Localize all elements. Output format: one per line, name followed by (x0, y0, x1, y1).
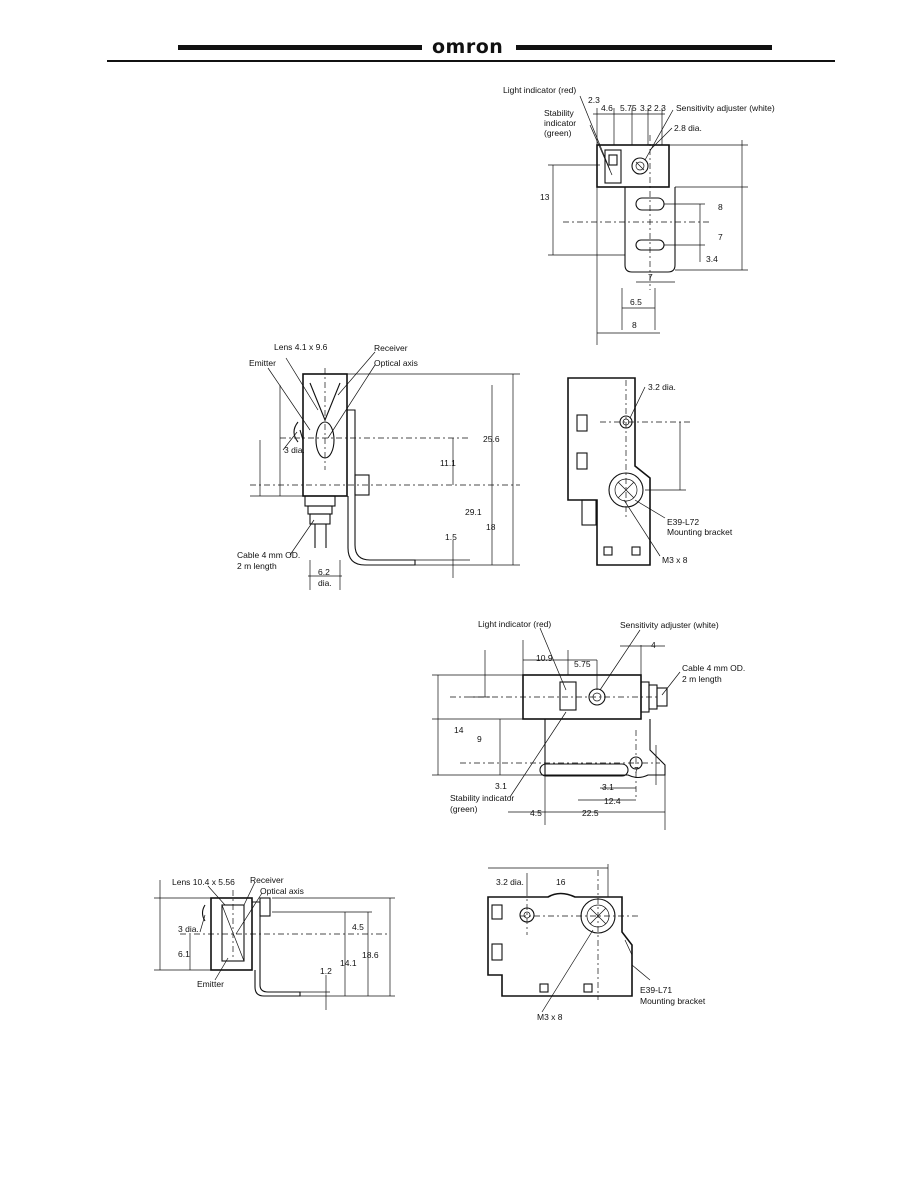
label-hole: 3.2 dia. (496, 877, 524, 887)
dim: 6.5 (630, 297, 642, 307)
label-receiver: Receiver (374, 343, 408, 353)
dim: 14.1 (340, 958, 357, 968)
bracket-screw (354, 474, 370, 496)
label-bracket: E39-L72 (667, 517, 699, 527)
indicator-window (559, 681, 577, 711)
dim: 22.5 (582, 808, 599, 818)
label-hole: 2.8 dia. (674, 123, 702, 133)
dim: 5.75 (574, 659, 591, 669)
dim: 16 (556, 877, 566, 887)
dim: 7 (648, 272, 653, 282)
label-bracket: E39-L71 (640, 985, 672, 995)
l-bracket (347, 409, 416, 566)
label-light-indicator: Light indicator (red) (478, 619, 551, 629)
dim: 25.6 (483, 434, 500, 444)
label-cable: Cable 4 mm OD. (237, 550, 300, 560)
sensor-body (487, 892, 633, 997)
label-lens: Lens 10.4 x 5.56 (172, 877, 235, 887)
label-screw: M3 x 8 (662, 555, 688, 565)
dim: 6.1 (178, 949, 190, 959)
dim: 2.3 (654, 103, 666, 113)
label-emitter: Emitter (197, 979, 224, 989)
label-hole: 3 dia. (178, 924, 199, 934)
label-stability: Stability indicator (450, 793, 514, 803)
dim: 3.1 (495, 781, 507, 791)
dim: 1.2 (320, 966, 332, 976)
dim: 9 (477, 734, 482, 744)
page-header: omron (0, 0, 918, 70)
figure-front-view-l71: 3.2 dia. 16 E39-L71 Mounting bracket M3 … (487, 864, 706, 1022)
label-light-indicator: Light indicator (red) (503, 85, 576, 95)
cable-gland (304, 495, 336, 507)
header-bar-left (178, 45, 422, 50)
label-sensitivity-adjuster: Sensitivity adjuster (white) (620, 620, 719, 630)
label-lens: Lens 4.1 x 9.6 (274, 342, 328, 352)
sensitivity-adjuster (631, 157, 649, 175)
svg-text:Mounting bracket: Mounting bracket (667, 527, 733, 537)
label-stability: Stability (544, 108, 575, 118)
dim: 1.5 (445, 532, 457, 542)
indicator-window (604, 149, 622, 184)
svg-text:indicator: indicator (544, 118, 576, 128)
dim: 6.2 (318, 567, 330, 577)
svg-text:Mounting bracket: Mounting bracket (640, 996, 706, 1006)
label-cable: Cable 4 mm OD. (682, 663, 745, 673)
dim: 4 (651, 640, 656, 650)
label-screw: M3 x 8 (537, 1012, 563, 1022)
dim: 3.4 (706, 254, 718, 264)
svg-text:2 m length: 2 m length (682, 674, 722, 684)
brand-logo: omron (432, 36, 504, 58)
figure-front-view-l72: 3.2 dia. E39-L72 Mounting bracket M3 x 8 (567, 377, 733, 566)
svg-text:(green): (green) (544, 128, 572, 138)
figure-top-view-bracket: Light indicator (red) Stability indicato… (503, 85, 775, 345)
figure-side-view-l72: Lens 4.1 x 9.6 Receiver Emitter Optical … (237, 342, 520, 590)
figure-top-view-horizontal: Light indicator (red) Sensitivity adjust… (432, 619, 745, 830)
svg-text:(green): (green) (450, 804, 478, 814)
dim: 8 (632, 320, 637, 330)
dim: 5.75 (620, 103, 637, 113)
label-emitter: Emitter (249, 358, 276, 368)
dim: 7 (634, 765, 639, 775)
dim: 4.5 (352, 922, 364, 932)
label-optical-axis: Optical axis (374, 358, 418, 368)
mounting-bracket (544, 719, 666, 779)
dim: 18 (486, 522, 496, 532)
dim: 3.1 (602, 782, 614, 792)
figure-side-view-l71: Lens 10.4 x 5.56 Receiver Optical axis 3… (154, 875, 395, 1010)
dim: 10.9 (536, 653, 553, 663)
label-hole: 3 dia. (284, 445, 305, 455)
dim: 14 (454, 725, 464, 735)
dim: 18.6 (362, 950, 379, 960)
bracket-slot (539, 763, 629, 777)
dim: 11.1 (440, 458, 456, 468)
dim: 12.4 (604, 796, 621, 806)
header-bar-right (516, 45, 772, 50)
bracket-screw (259, 897, 271, 917)
dim: 4.5 (530, 808, 542, 818)
dim: 2.3 (588, 95, 600, 105)
label-hole: 3.2 dia. (648, 382, 676, 392)
l-bracket (252, 901, 301, 997)
svg-text:dia.: dia. (318, 578, 332, 588)
dim: 4.6 (601, 103, 613, 113)
label-optical-axis: Optical axis (260, 886, 304, 896)
header-rule (107, 60, 835, 62)
label-sensitivity-adjuster: Sensitivity adjuster (white) (676, 103, 775, 113)
dim: 7 (718, 232, 723, 242)
svg-text:2 m length: 2 m length (237, 561, 277, 571)
dim: 3.2 (640, 103, 652, 113)
dim: 13 (540, 192, 550, 202)
label-receiver: Receiver (250, 875, 284, 885)
dim: 8 (718, 202, 723, 212)
dim: 29.1 (465, 507, 482, 517)
sensor-body (567, 377, 651, 566)
